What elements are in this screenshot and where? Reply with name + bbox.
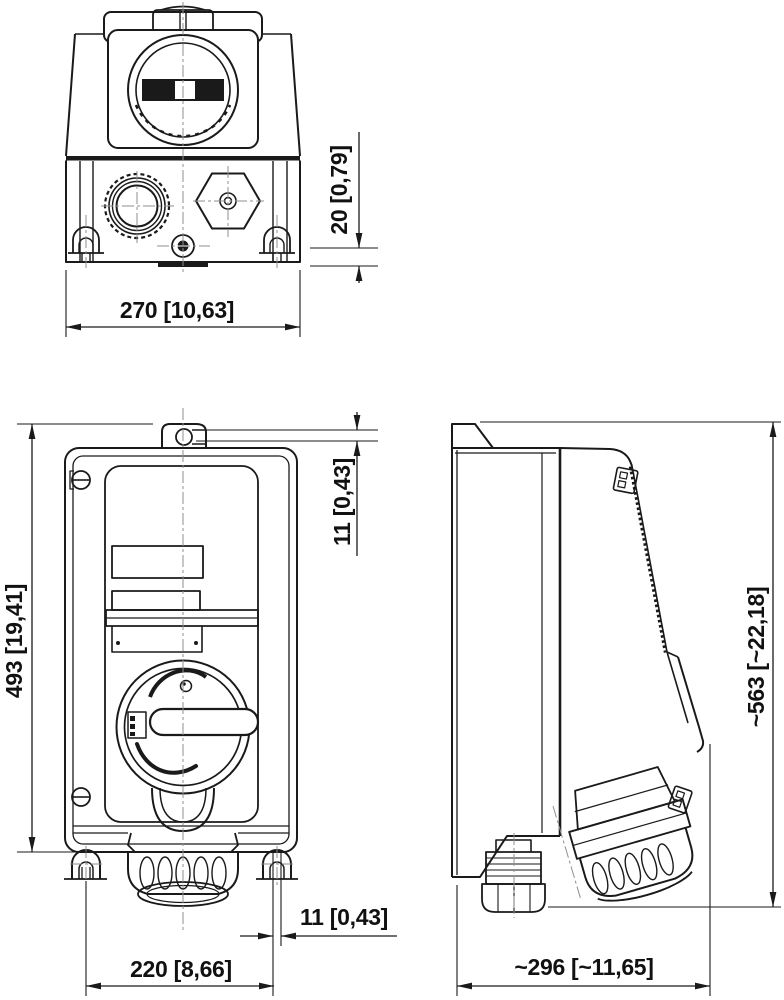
- dim-front-slot-width: 11 [0,43]: [240, 853, 397, 996]
- dim-front-fixing-centres: 220 [8,66]: [85, 881, 274, 996]
- dim-top-depth: 20 [0,79]: [310, 132, 378, 283]
- side-back-mounting-tab: [451, 423, 494, 449]
- top-view: [65, 2, 301, 272]
- dim-side-height-label: ~563 [~22,18]: [743, 587, 769, 728]
- socket-lid-handle: [148, 707, 260, 737]
- dim-front-fixing-centres-label: 220 [8,66]: [130, 956, 232, 982]
- front-mounting-tab: [161, 423, 207, 448]
- side-centerlines: [513, 805, 582, 918]
- side-latch-top: [612, 466, 639, 495]
- front-rail: [105, 609, 259, 627]
- dimensions: 20 [0,79] 270 [10,63] 11 [0,43] 493 [19,…: [1, 132, 781, 996]
- dim-side-height: ~563 [~22,18]: [480, 421, 781, 908]
- front-label-windows: [111, 545, 204, 611]
- dim-top-width-label: 270 [10,63]: [120, 297, 234, 323]
- front-centerlines: [70, 408, 293, 932]
- front-mechanism-plate: [111, 626, 203, 653]
- dim-front-tab-offset: 11 [0,43]: [192, 412, 378, 556]
- dim-top-depth-label: 20 [0,79]: [326, 145, 352, 234]
- side-lid: [559, 447, 705, 814]
- side-outline: [451, 447, 562, 878]
- dim-front-height-label: 493 [19,41]: [1, 584, 27, 698]
- dim-side-depth-label: ~296 [~11,65]: [514, 954, 653, 980]
- front-enclosure-body: [64, 447, 298, 853]
- front-screw-bottom-left: [71, 787, 91, 807]
- dim-top-width: 270 [10,63]: [65, 270, 301, 337]
- front-screw-top-left: [69, 470, 91, 490]
- side-inclined-socket: [568, 766, 694, 902]
- front-socket-outlet: [115, 659, 260, 795]
- dim-front-height: 493 [19,41]: [1, 423, 153, 853]
- side-view: [451, 423, 705, 918]
- dim-front-tab-offset-label: 11 [0,43]: [329, 458, 355, 546]
- top-view-centerlines: [85, 2, 278, 272]
- dim-side-depth: ~296 [~11,65]: [456, 744, 711, 996]
- front-view: [64, 408, 298, 932]
- dim-front-slot-width-label: 11 [0,43]: [300, 904, 388, 930]
